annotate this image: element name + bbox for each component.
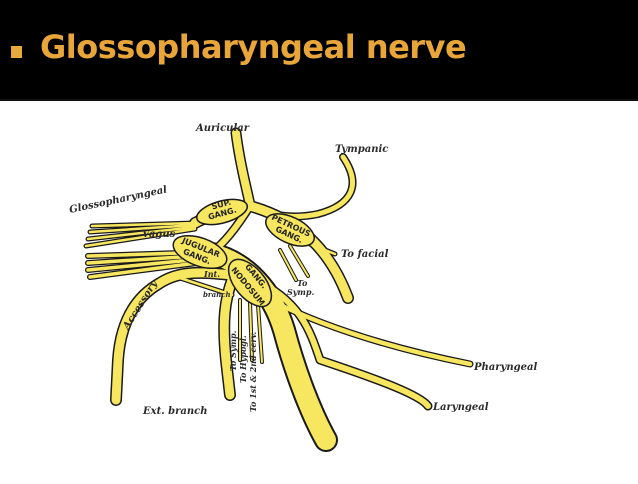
petrous-ganglion: [265, 213, 315, 247]
nerve-fills: [84, 129, 473, 450]
label-vagus: Vagus: [142, 229, 176, 240]
jugular-ganglion: [172, 234, 228, 270]
label-to-symp-right-2: Symp.: [287, 287, 314, 297]
nerve-diagram: SUP. GANG. PETROUS GANG. JUGULAR GANG. G…: [0, 101, 638, 479]
label-laryngeal: Laryngeal: [432, 402, 489, 413]
label-int: Int.: [203, 269, 220, 279]
label-auricular: Auricular: [195, 123, 250, 134]
slide-title: Glossopharyngeal nerve: [40, 28, 467, 66]
label-to-symp-down: To Symp.: [228, 330, 238, 371]
label-int-branch: branch: [203, 290, 231, 299]
label-tympanic: Tympanic: [335, 144, 388, 155]
label-to-symp-right: To: [297, 278, 308, 288]
label-ext-branch: Ext. branch: [142, 406, 208, 417]
label-to-cerv: To 1st & 2nd cerv.: [248, 332, 258, 412]
label-accessory: Accessory: [121, 278, 161, 333]
ganglion-nodosum: [227, 258, 273, 308]
label-to-hypogl: To Hypogl.: [238, 335, 248, 383]
label-glossopharyngeal: Glossopharyngeal: [68, 184, 168, 216]
label-to-facial: To facial: [341, 249, 389, 260]
square-bullet-icon: [11, 46, 22, 58]
title-bar: Glossopharyngeal nerve: [0, 0, 638, 101]
label-pharyngeal: Pharyngeal: [473, 362, 537, 373]
nerve-diagram-svg: SUP. GANG. PETROUS GANG. JUGULAR GANG. G…: [68, 123, 537, 452]
superior-ganglion: [195, 198, 249, 226]
